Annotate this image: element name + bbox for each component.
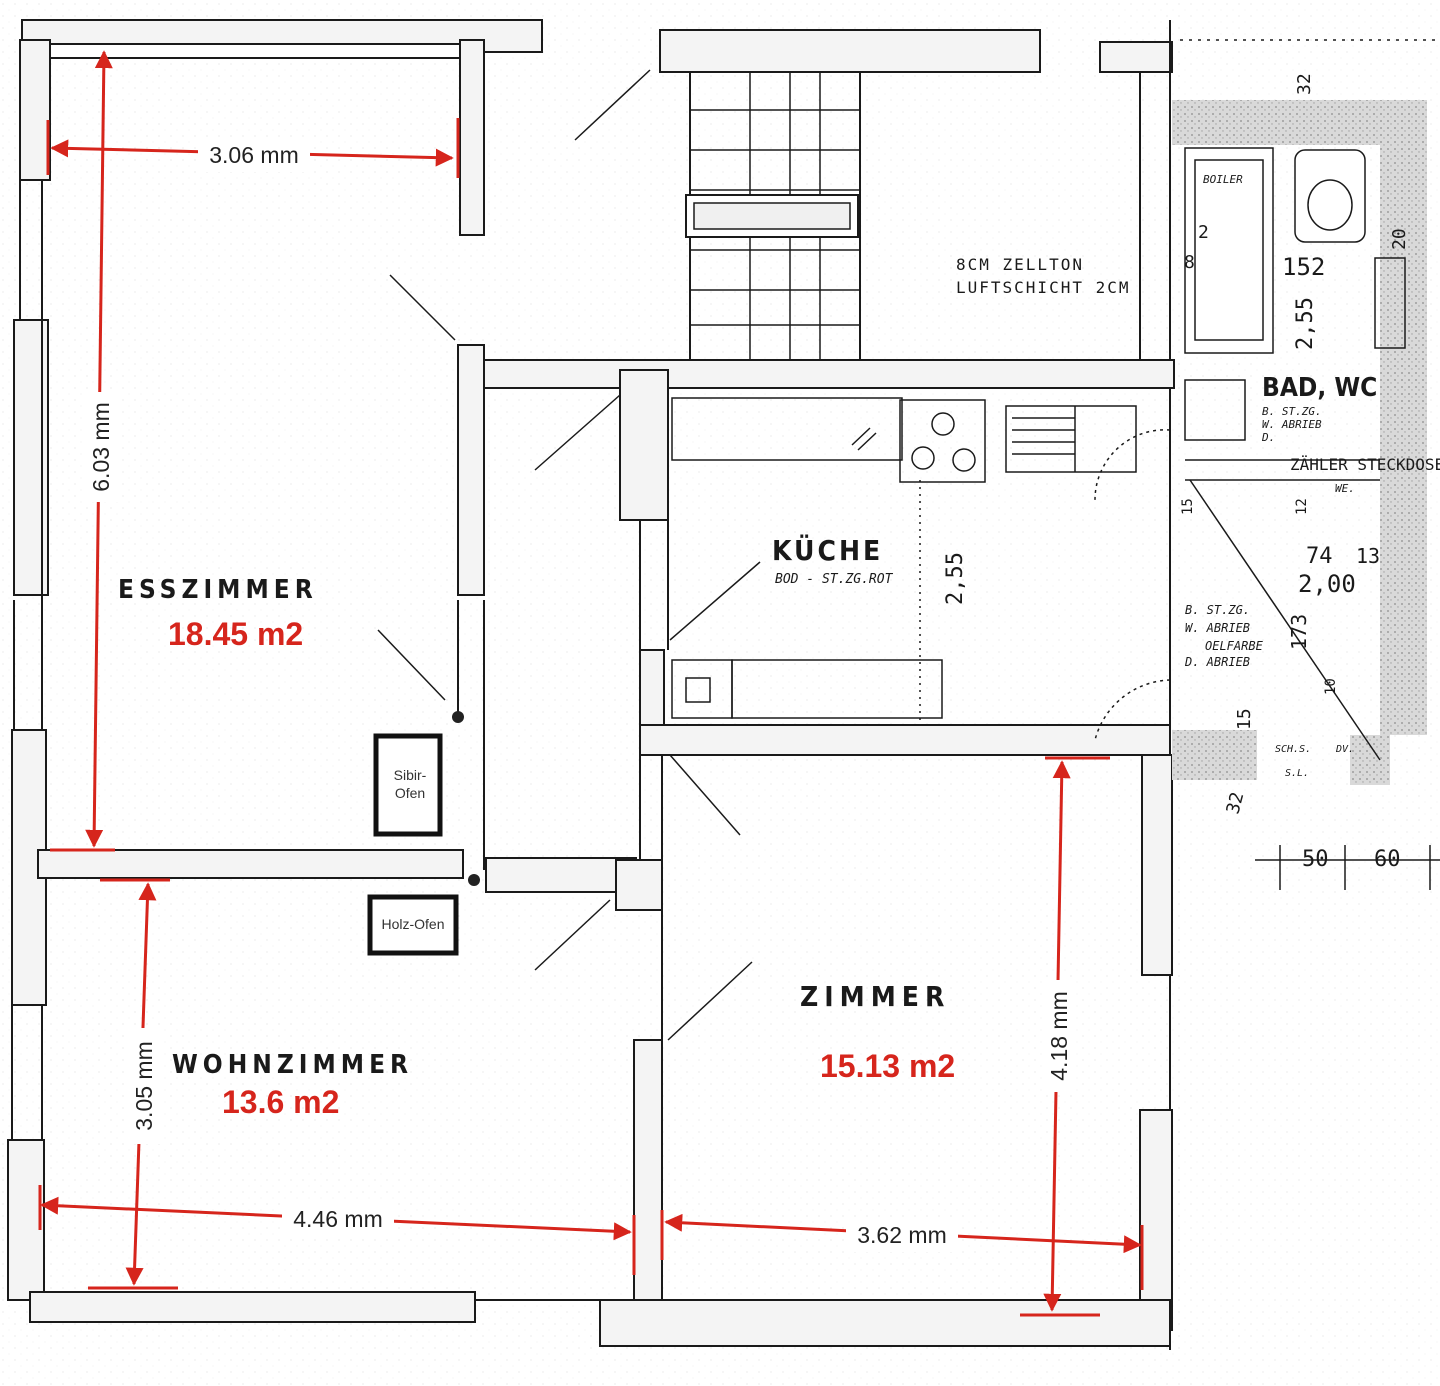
sibir-ofen: Sibir- Ofen <box>373 733 443 837</box>
holz-ofen: Holz-Ofen <box>367 894 459 956</box>
num-60: 60 <box>1374 847 1401 872</box>
sibir-ofen-line2: Ofen <box>395 785 425 801</box>
boiler-label: BOILER <box>1203 173 1243 186</box>
zimmer-area: 15.13 m2 <box>820 1048 955 1084</box>
zimmer-label: ZIMMER <box>800 980 950 1013</box>
stove <box>899 399 986 483</box>
wohnzimmer-label: WOHNZIMMER <box>172 1050 413 1080</box>
num-12: 12 <box>1294 498 1310 515</box>
esszimmer-area: 18.45 m2 <box>168 616 303 652</box>
walls <box>7 19 1175 1350</box>
dv-label: DV. <box>1335 744 1354 755</box>
bad-note-3: D. <box>1261 431 1275 444</box>
bad-152: 152 <box>1282 253 1325 281</box>
zellton-note-2: LUFTSCHICHT 2CM <box>956 278 1131 297</box>
sl-label: S.L. <box>1285 768 1309 779</box>
num-74: 74 <box>1306 544 1333 569</box>
kueche-note: BOD - ST.ZG.ROT <box>775 572 894 587</box>
sink-bathroom <box>1374 257 1406 349</box>
door-swings <box>377 69 1171 1041</box>
num-10: 10 <box>1323 678 1339 695</box>
we-label: WE. <box>1335 482 1355 495</box>
flur-note-1: B. ST.ZG. <box>1185 603 1250 617</box>
bathroom <box>1172 39 1440 890</box>
wohn-height-label: 3.05 mm <box>131 1041 157 1130</box>
sibir-ofen-line1: Sibir- <box>394 767 427 783</box>
zim-height-label: 4.18 mm <box>1046 991 1072 1080</box>
kueche-label: KÜCHE <box>772 533 883 567</box>
staircase <box>685 72 860 360</box>
red-ticks <box>38 118 1144 1317</box>
bad-note-2: W. ABRIEB <box>1262 418 1322 431</box>
sink <box>1005 405 1137 473</box>
kueche-height: 2,55 <box>943 552 968 605</box>
num-50: 50 <box>1302 847 1329 872</box>
bad-255: 2,55 <box>1293 297 1318 350</box>
num-15a: 15 <box>1180 498 1196 515</box>
flur-note-4: D. ABRIEB <box>1184 655 1250 669</box>
kitchen-fixtures <box>671 397 1137 725</box>
num-8: 8 <box>1184 252 1195 273</box>
zellton-note-1: 8CM ZELLTON <box>956 255 1084 274</box>
flur-note-3: OELFARBE <box>1205 639 1264 653</box>
num-200: 2,00 <box>1298 570 1356 598</box>
ess-height-label: 6.03 mm <box>88 402 114 491</box>
bad-wc-label: BAD, WC <box>1262 373 1377 403</box>
chimney-dot-2 <box>468 874 480 886</box>
esszimmer-label: ESSZIMMER <box>118 575 318 605</box>
num-13: 13 <box>1356 544 1380 568</box>
zaehler-label: ZÄHLER STECKDOSE <box>1290 455 1440 474</box>
bathtub <box>1184 147 1274 354</box>
flur-note-2: W. ABRIEB <box>1185 621 1250 635</box>
zim-width-label: 3.62 mm <box>857 1222 946 1248</box>
bad-32-top: 32 <box>1294 73 1315 95</box>
num-173: 173 <box>1287 614 1311 650</box>
bad-20: 20 <box>1389 228 1410 250</box>
num-2: 2 <box>1198 222 1209 243</box>
num-15b: 15 <box>1234 708 1255 730</box>
wohn-width-label: 4.46 mm <box>293 1206 382 1232</box>
holz-ofen-label: Holz-Ofen <box>381 916 444 932</box>
toilet <box>1294 149 1366 243</box>
ess-width-label: 3.06 mm <box>209 142 298 168</box>
bad-note-1: B. ST.ZG. <box>1262 405 1322 418</box>
chimney-dot-1 <box>452 711 464 723</box>
sch-label: SCH.S. <box>1275 744 1311 755</box>
wohnzimmer-area: 13.6 m2 <box>222 1084 339 1120</box>
